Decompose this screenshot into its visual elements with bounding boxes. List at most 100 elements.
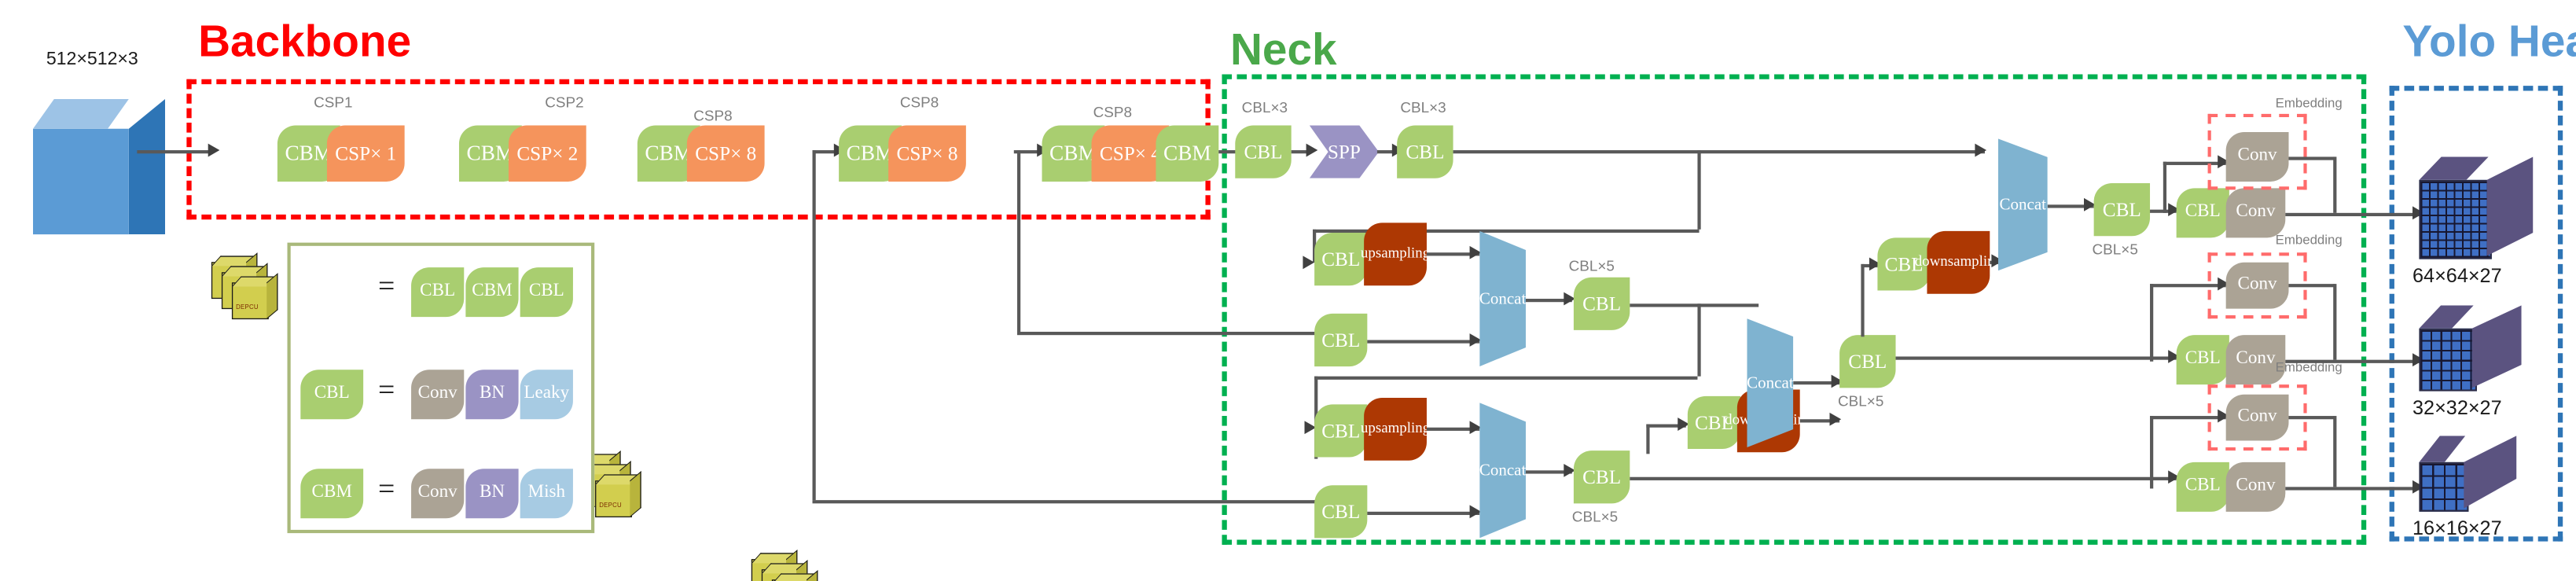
- connector: [2163, 161, 2226, 165]
- connector: [2288, 416, 2335, 419]
- arrow-head: [1678, 417, 1689, 431]
- head-conv-embed-2[interactable]: Conv: [2225, 262, 2289, 309]
- backbone-cbm-6[interactable]: CBM: [1156, 125, 1219, 182]
- neck-spp-block[interactable]: SPP: [1309, 125, 1380, 178]
- connector: [1367, 340, 1480, 343]
- legend-equals-2: =: [378, 373, 395, 406]
- arrow-head: [1829, 412, 1842, 426]
- connector: [1453, 150, 1985, 153]
- input-dim-label: 512×512×3: [46, 49, 138, 70]
- embedding-label-2: Embedding: [2275, 233, 2343, 248]
- connector: [1646, 424, 1649, 454]
- arrow-head: [1469, 505, 1482, 519]
- arrow-head: [1303, 256, 1315, 270]
- output-label-64: 64×64×27: [2412, 263, 2502, 288]
- backbone-csp-3[interactable]: CSP× 8: [686, 125, 765, 182]
- connector: [1013, 150, 1041, 153]
- connector: [2333, 284, 2336, 360]
- neck-cbl-1[interactable]: CBL: [1235, 125, 1292, 178]
- legend-conv-2: Conv: [411, 469, 465, 519]
- backbone-csp-1[interactable]: CSP× 1: [326, 125, 405, 182]
- connector: [2285, 359, 2421, 363]
- connector: [812, 150, 838, 153]
- depcu-label: DEPCU: [599, 502, 622, 509]
- connector: [1426, 427, 1480, 431]
- legend-equals-3: =: [378, 472, 395, 506]
- connector: [1525, 298, 1572, 302]
- head-cbl-1[interactable]: CBL: [2176, 188, 2229, 238]
- legend-equals-1: =: [378, 269, 395, 303]
- connector: [1793, 381, 1840, 384]
- connector: [1376, 150, 1398, 153]
- connector: [2285, 212, 2421, 216]
- backbone-csp-5[interactable]: CSP× 4: [1091, 125, 1170, 182]
- legend-cbl-1: CBL: [411, 267, 465, 318]
- connector: [1016, 331, 1335, 335]
- neck-concat-1[interactable]: Concat: [1479, 230, 1526, 367]
- head-title: Yolo Head: [2402, 16, 2576, 66]
- head-conv-embed-3[interactable]: Conv: [2225, 394, 2289, 441]
- neck-cbl-down-1[interactable]: CBL: [1877, 237, 1931, 291]
- connector: [2150, 416, 2153, 489]
- neck-cbl-up-1[interactable]: CBL: [1314, 233, 1368, 286]
- head-conv-main-3[interactable]: Conv: [2225, 461, 2286, 512]
- connector: [1799, 419, 1840, 422]
- connector: [1367, 511, 1480, 515]
- head-cbl-3[interactable]: CBL: [2176, 461, 2229, 512]
- arrow-head: [1469, 245, 1482, 259]
- neck-cbl-lat-2[interactable]: CBL: [1314, 485, 1368, 539]
- connector: [1016, 150, 1020, 332]
- output-cube-64: [2419, 156, 2551, 259]
- connector: [1291, 150, 1311, 153]
- neck-concat-4[interactable]: Concat: [1997, 138, 2048, 271]
- neck-region: [1222, 74, 2367, 545]
- arrow-head: [1469, 421, 1482, 435]
- connector: [2333, 156, 2336, 213]
- neck-cbl-5a[interactable]: CBL: [1573, 277, 1630, 330]
- caption-csp8-a: CSP8: [693, 107, 733, 124]
- output-cube-32: [2419, 305, 2551, 392]
- arrow-head: [1469, 333, 1482, 347]
- arrow-head: [1306, 143, 1318, 157]
- connector: [2333, 416, 2336, 487]
- neck-concat-3[interactable]: Concat: [1747, 318, 1794, 447]
- backbone-title: Backbone: [198, 16, 412, 66]
- neck-cbl-5b[interactable]: CBL: [1573, 450, 1630, 504]
- connector: [2288, 156, 2335, 160]
- depcu-stack-icon-4: DEPCU: [751, 550, 818, 581]
- head-cbl-2[interactable]: CBL: [2176, 335, 2229, 385]
- input-image-cube: [33, 98, 201, 235]
- connector: [812, 500, 1335, 503]
- neck-cbl-down-2[interactable]: CBL: [1687, 395, 1741, 450]
- legend-bn-1: BN: [465, 370, 519, 420]
- head-conv-embed-1[interactable]: Conv: [2225, 131, 2289, 182]
- neck-upsampling-2[interactable]: upsampling: [1361, 397, 1430, 461]
- head-conv-main-2[interactable]: Conv: [2225, 335, 2286, 385]
- neck-upsampling-1[interactable]: upsampling: [1361, 222, 1430, 286]
- neck-cbl-2[interactable]: CBL: [1397, 125, 1453, 178]
- head-conv-main-1[interactable]: Conv: [2225, 188, 2286, 238]
- connector: [1697, 303, 1700, 377]
- embedding-label-3: Embedding: [2275, 359, 2343, 375]
- backbone-csp-2[interactable]: CSP× 2: [508, 125, 586, 182]
- connector: [2150, 284, 2153, 362]
- neck-cbl-up-2[interactable]: CBL: [1314, 404, 1368, 458]
- neck-cbl-lat-1[interactable]: CBL: [1314, 313, 1368, 367]
- connector: [1426, 252, 1480, 256]
- backbone-csp-4[interactable]: CSP× 8: [888, 125, 966, 182]
- caption-csp8-b: CSP8: [899, 94, 939, 111]
- neck-downsampling-1[interactable]: downsampling: [1915, 230, 2002, 294]
- embedding-frame-1: [2207, 113, 2307, 190]
- legend-leaky: Leaky: [520, 370, 573, 420]
- neck-cbl-5c[interactable]: CBL: [1839, 335, 1896, 388]
- neck-concat-2[interactable]: Concat: [1479, 403, 1526, 539]
- output-label-32: 32×32×27: [2412, 395, 2502, 420]
- connector: [2047, 204, 2094, 208]
- neck-cbl-5d[interactable]: CBL: [2093, 183, 2151, 237]
- caption-cbl5-a: CBL×5: [1568, 257, 1615, 274]
- legend-cbm-lhs: CBM: [300, 469, 364, 519]
- connector: [1525, 470, 1572, 473]
- connector: [1313, 229, 1700, 233]
- caption-csp8-c: CSP8: [1093, 104, 1133, 121]
